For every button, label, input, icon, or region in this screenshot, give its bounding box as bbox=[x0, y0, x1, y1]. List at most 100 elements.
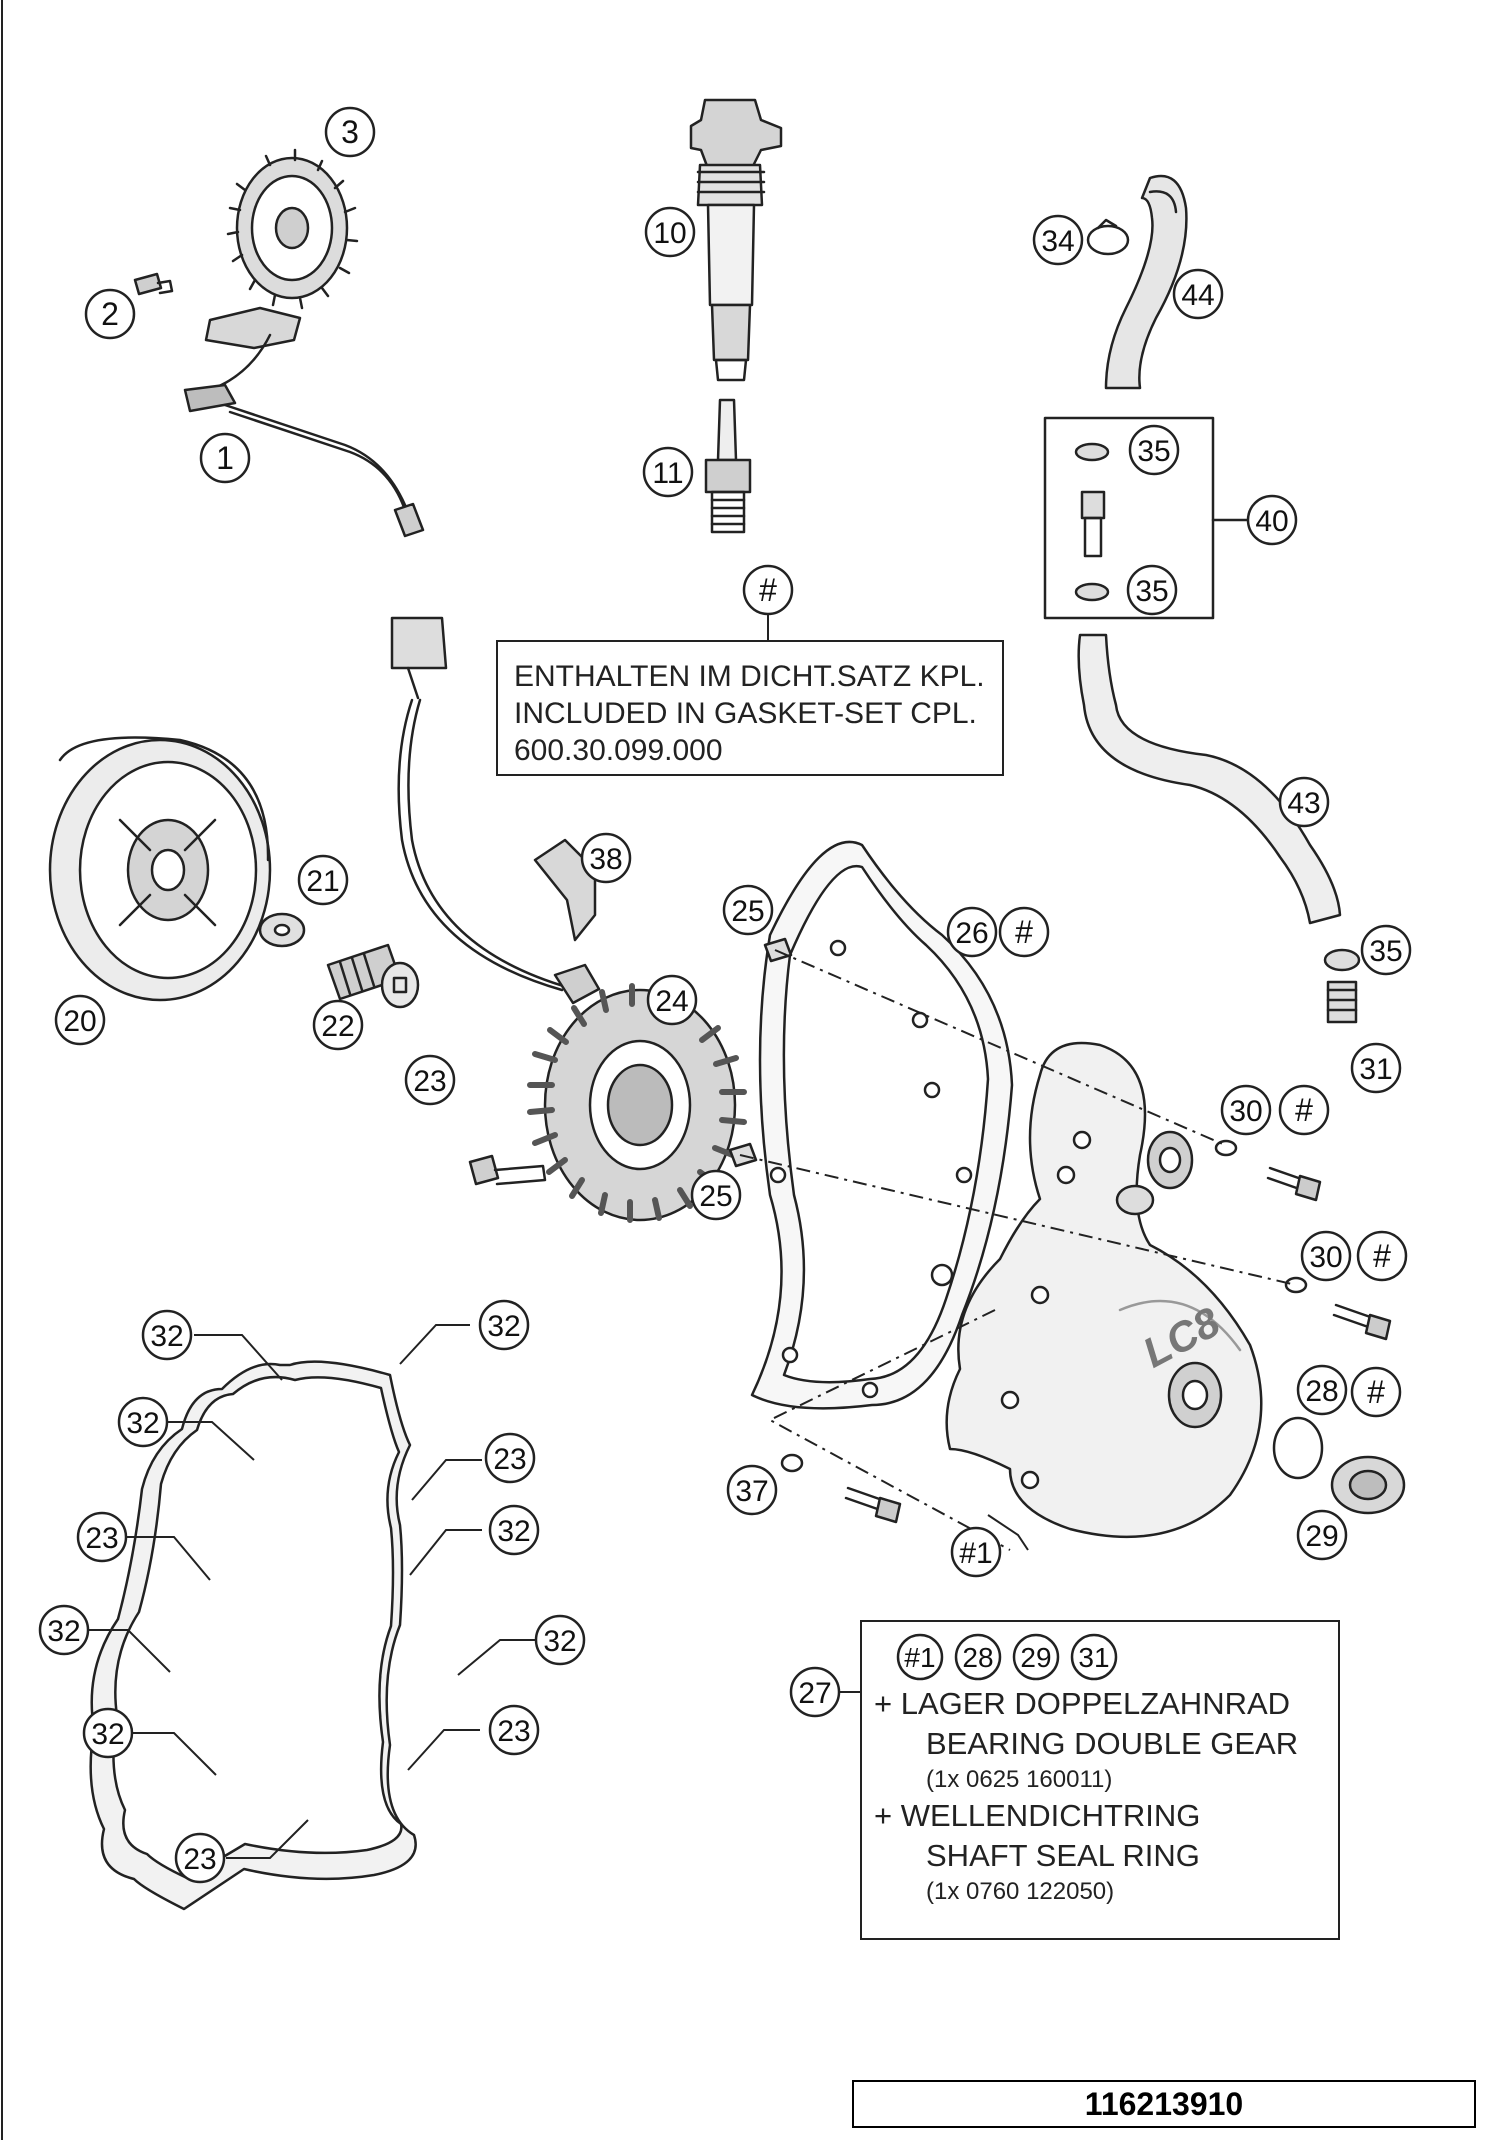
kit-badge-label: 29 bbox=[1020, 1642, 1051, 1673]
callout-g4: 23 bbox=[484, 1432, 536, 1484]
callout-c24: 24 bbox=[646, 974, 698, 1026]
gasket-note-line-de: ENTHALTEN IM DICHT.SATZ KPL. bbox=[514, 660, 985, 693]
callout-label: 43 bbox=[1287, 787, 1320, 820]
callout-label: 32 bbox=[487, 1310, 520, 1343]
callout-label: 24 bbox=[655, 985, 688, 1018]
callout-g7: 32 bbox=[38, 1604, 90, 1656]
callout-c3: 3 bbox=[324, 106, 376, 158]
callout-label: 32 bbox=[91, 1718, 124, 1751]
callout-c11: 11 bbox=[642, 446, 694, 498]
callout-c26: 26 bbox=[946, 906, 998, 958]
callout-c21: 21 bbox=[297, 854, 349, 906]
callout-label: # bbox=[1295, 1092, 1313, 1128]
callout-label: # bbox=[1373, 1238, 1391, 1274]
lower-gasket-part bbox=[89, 1360, 417, 1911]
callout-c35b: 35 bbox=[1126, 564, 1178, 616]
kit-badge-label: 28 bbox=[962, 1642, 993, 1673]
callout-g5: 23 bbox=[76, 1511, 128, 1563]
callout-label: 35 bbox=[1135, 575, 1168, 608]
gasket-note-part-number: 600.30.099.000 bbox=[514, 734, 723, 767]
callout-c23a: 23 bbox=[404, 1054, 456, 1106]
kit-badges-svg: #1 28 29 31 bbox=[896, 1633, 1118, 1681]
callout-label: 3 bbox=[341, 114, 359, 150]
kit-note-line-1: + LAGER DOPPELZAHNRAD bbox=[874, 1686, 1291, 1721]
kit-note-line-6: (1x 0760 122050) bbox=[926, 1878, 1115, 1905]
callout-label: 10 bbox=[653, 217, 686, 250]
callout-g8: 32 bbox=[534, 1614, 586, 1666]
stator-part bbox=[527, 983, 747, 1223]
callout-g9: 32 bbox=[82, 1707, 134, 1759]
callout-label: 29 bbox=[1305, 1520, 1338, 1553]
callout-label: 25 bbox=[699, 1180, 732, 1213]
callout-label: 23 bbox=[493, 1443, 526, 1476]
flywheel-rotor-part bbox=[48, 736, 272, 1002]
callout-label: 31 bbox=[1359, 1053, 1392, 1086]
callout-label: 35 bbox=[1369, 935, 1402, 968]
callout-label: #1 bbox=[959, 1537, 992, 1570]
callout-label: 37 bbox=[735, 1475, 768, 1508]
callout-c40: 40 bbox=[1246, 494, 1298, 546]
callout-g2: 32 bbox=[478, 1299, 530, 1351]
callout-label: # bbox=[1367, 1374, 1385, 1410]
callout-c25b: 25 bbox=[690, 1169, 742, 1221]
kit-badges-row: #1 28 29 31 bbox=[874, 1630, 1338, 1684]
callout-c35c: 35 bbox=[1360, 924, 1412, 976]
callout-label: 44 bbox=[1181, 279, 1214, 312]
kit-badge-1: #1 bbox=[896, 1633, 944, 1681]
callout-c30a: 30 bbox=[1220, 1084, 1272, 1136]
callout-label: 34 bbox=[1041, 225, 1074, 258]
callout-label: 23 bbox=[413, 1065, 446, 1098]
callout-c31a: 31 bbox=[1350, 1042, 1402, 1094]
callout-c2: 2 bbox=[84, 288, 136, 340]
lower-hose-part bbox=[1077, 633, 1342, 925]
callout-label: 25 bbox=[731, 895, 764, 928]
callout-label: 28 bbox=[1305, 1375, 1338, 1408]
cable-guide-part bbox=[533, 838, 597, 942]
callout-label: 2 bbox=[101, 296, 119, 332]
callout-c38: 38 bbox=[580, 832, 632, 884]
callout-label: 26 bbox=[955, 917, 988, 950]
callout-label: 21 bbox=[306, 865, 339, 898]
sprocket-part bbox=[226, 148, 359, 310]
gasket-set-note: ENTHALTEN IM DICHT.SATZ KPL. INCLUDED IN… bbox=[496, 640, 1004, 776]
callout-g3: 32 bbox=[117, 1396, 169, 1448]
callout-g6: 32 bbox=[488, 1504, 540, 1556]
callout-label: 32 bbox=[126, 1407, 159, 1440]
gasket-note-line-en: INCLUDED IN GASKET-SET CPL. bbox=[514, 697, 977, 730]
callout-label: 32 bbox=[47, 1615, 80, 1648]
washer-screw-part bbox=[780, 1453, 902, 1524]
callout-label: # bbox=[759, 572, 777, 608]
callout-c1: 1 bbox=[199, 432, 251, 484]
callout-c30b: 30 bbox=[1300, 1230, 1352, 1282]
callout-label: 35 bbox=[1137, 435, 1170, 468]
callout-c20: 20 bbox=[54, 994, 106, 1046]
callout-label: 20 bbox=[63, 1005, 96, 1038]
pickup-sensor-part bbox=[183, 306, 425, 538]
bolt-part-2 bbox=[133, 272, 174, 296]
callout-c35a: 35 bbox=[1128, 424, 1180, 476]
plug-and-oring-part bbox=[1272, 1416, 1406, 1515]
kit-badge-label: 31 bbox=[1078, 1642, 1109, 1673]
callout-c27: 27 bbox=[789, 1666, 841, 1718]
callout-c10: 10 bbox=[644, 206, 696, 258]
seal-and-fitting-part bbox=[1323, 948, 1361, 1024]
callout-label: 30 bbox=[1309, 1241, 1342, 1274]
diagram-reference-number: 116213910 bbox=[852, 2080, 1476, 2128]
callout-c25a: 25 bbox=[722, 884, 774, 936]
cover-gasket-part bbox=[750, 840, 1014, 1410]
kit-badge-4: 31 bbox=[1070, 1633, 1118, 1681]
cover-screws-part bbox=[1214, 1139, 1392, 1341]
kit-note-line-2: BEARING DOUBLE GEAR bbox=[926, 1726, 1299, 1761]
ignition-cover-part bbox=[945, 1041, 1263, 1539]
stator-screw-part bbox=[468, 1154, 547, 1186]
callout-g1: 32 bbox=[141, 1309, 193, 1361]
stator-cable-part bbox=[390, 616, 601, 1005]
kit-badge-label: #1 bbox=[904, 1642, 935, 1673]
callout-label: 11 bbox=[652, 457, 683, 490]
callout-c29: 29 bbox=[1296, 1509, 1348, 1561]
kit-note-line-5: SHAFT SEAL RING bbox=[926, 1838, 1200, 1873]
kit-badge-2: 28 bbox=[954, 1633, 1002, 1681]
callout-c37: 37 bbox=[726, 1464, 778, 1516]
